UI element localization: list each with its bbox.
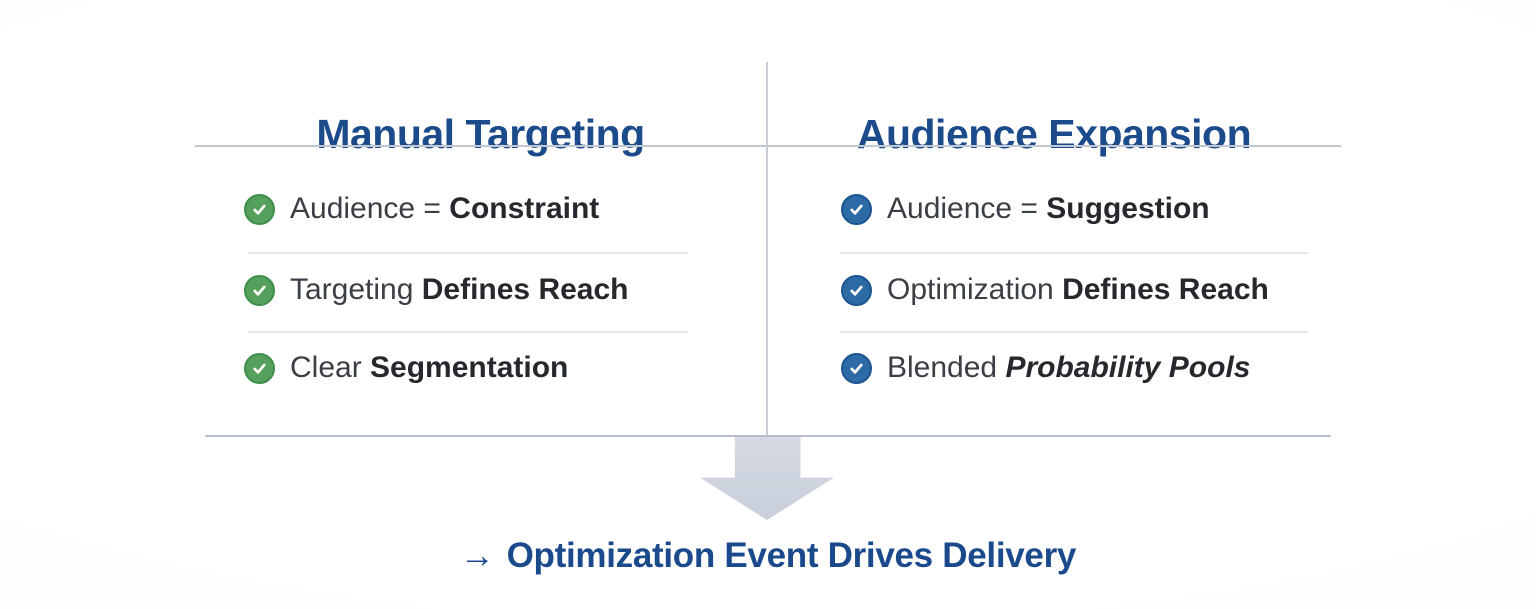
conclusion-line: → Optimization Event Drives Delivery [0,536,1536,576]
down-arrow-icon [700,437,834,520]
header-underline [195,145,1341,147]
blue-check-icon [841,352,872,384]
list-item-label: Blended Probability Pools [887,351,1250,385]
list-item: Clear Segmentation [244,344,568,392]
list-item: Targeting Defines Reach [244,266,629,314]
left-column-title: Manual Targeting [316,111,645,158]
list-item: Audience = Suggestion [841,185,1210,233]
blue-check-icon [841,193,872,225]
list-item: Audience = Constraint [244,185,599,233]
right-column-title: Audience Expansion [856,111,1252,158]
item-emphasis: Defines Reach [1062,273,1269,306]
item-emphasis: Constraint [449,192,600,225]
right-arrow-icon: → [459,536,495,575]
item-separator [248,331,688,333]
item-prefix: Blended [887,351,1006,384]
item-prefix: Clear [290,351,371,384]
list-item-label: Audience = Constraint [290,192,599,226]
list-item-label: Audience = Suggestion [887,192,1210,226]
green-check-icon [244,274,275,306]
list-item: Blended Probability Pools [841,344,1250,392]
item-emphasis: Probability Pools [1005,351,1251,384]
list-item: Optimization Defines Reach [841,266,1269,314]
item-separator [248,252,688,254]
conclusion-text: Optimization Event Drives Delivery [506,536,1077,575]
section-rule [205,435,1331,437]
item-emphasis: Defines Reach [421,273,629,306]
list-item-label: Clear Segmentation [290,351,568,385]
green-check-icon [244,193,275,225]
green-check-icon [244,352,275,384]
item-prefix: Audience = [290,192,450,225]
item-emphasis: Suggestion [1046,192,1210,225]
list-item-label: Optimization Defines Reach [887,273,1269,307]
item-prefix: Audience = [887,192,1047,225]
item-prefix: Optimization [887,273,1063,306]
item-separator [840,331,1308,333]
item-separator [840,252,1308,254]
item-emphasis: Segmentation [370,351,569,384]
column-divider [766,62,768,436]
blue-check-icon [841,274,872,306]
item-prefix: Targeting [290,273,422,306]
list-item-label: Targeting Defines Reach [290,273,629,307]
